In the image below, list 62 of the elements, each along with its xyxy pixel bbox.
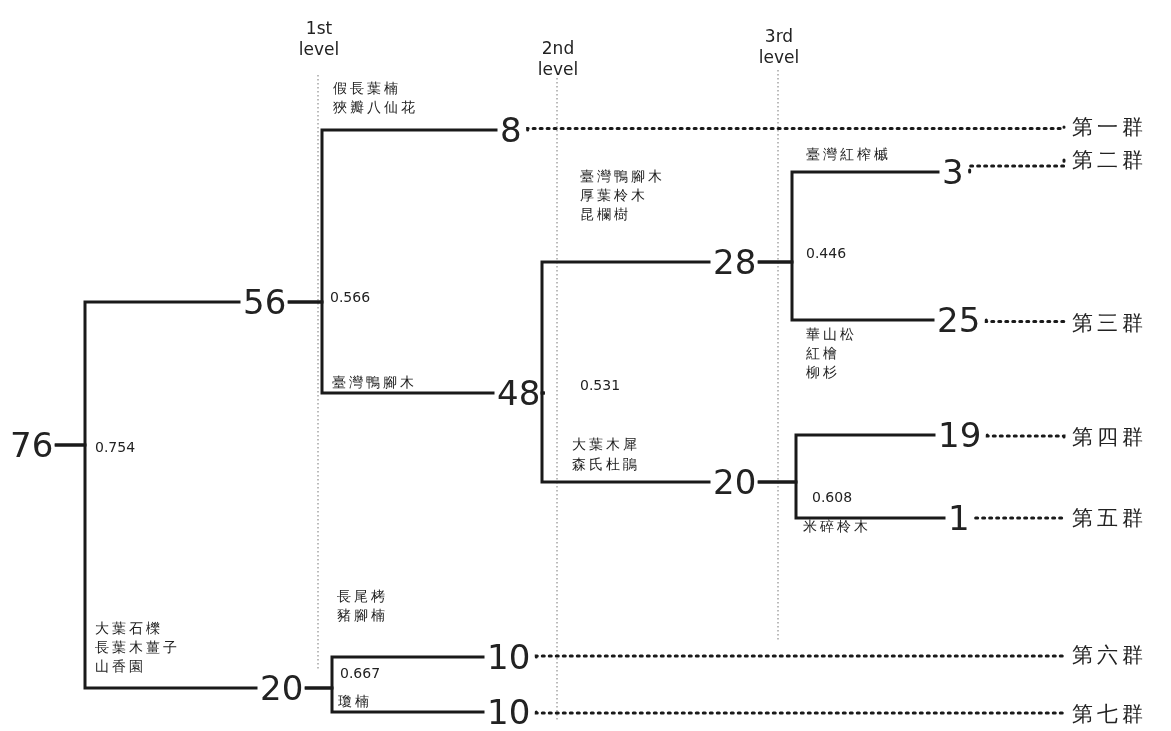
level-heading: 2nd level: [536, 38, 580, 80]
cluster-number: 76: [10, 428, 54, 462]
cluster-number: 10: [487, 640, 531, 674]
species-name: 米碎柃木: [803, 518, 871, 534]
distance-value: 0.566: [330, 290, 371, 304]
cluster-number: 3: [942, 155, 964, 189]
cluster-number: 25: [937, 303, 981, 337]
group-label: 第六群: [1072, 644, 1147, 666]
cluster-number: 56: [243, 285, 287, 319]
species-name: 瓊楠: [338, 693, 372, 709]
dendrogram-branch: [540, 391, 711, 484]
distance-value: 0.754: [95, 440, 136, 454]
dotted-connector: [974, 516, 1066, 520]
group-label: 第四群: [1072, 426, 1147, 448]
dotted-connector: [984, 318, 1066, 325]
distance-value: 0.608: [812, 490, 853, 504]
cluster-number: 20: [713, 465, 757, 499]
cluster-number: 19: [938, 418, 982, 452]
dendrogram-branch: [540, 260, 711, 395]
dendrogram-branch: [287, 300, 495, 395]
cluster-number: 8: [500, 113, 522, 147]
dotted-connector: [534, 653, 1066, 659]
distance-value: 0.446: [806, 246, 847, 260]
species-name: 狹瓣八仙花: [333, 99, 418, 115]
species-name: 山香園: [95, 658, 146, 674]
dendrogram-branch: [304, 686, 485, 714]
distance-value: 0.531: [580, 378, 621, 392]
dotted-connector: [985, 433, 1066, 439]
species-name: 豬腳楠: [337, 607, 388, 623]
species-name: 柳杉: [806, 364, 840, 380]
dendrogram-branch: [757, 260, 935, 322]
dotted-connector: [526, 125, 1066, 132]
distance-value: 0.667: [340, 666, 381, 680]
species-name: 紅檜: [806, 345, 840, 361]
dendrogram-branch: [757, 480, 946, 520]
species-name: 長尾栲: [337, 588, 388, 604]
dotted-connector: [968, 158, 1066, 174]
species-name: 昆欄樹: [580, 206, 631, 222]
dendrogram-branch: [54, 443, 258, 690]
species-name: 森氏杜鵑: [572, 456, 640, 472]
cluster-number: 10: [487, 695, 531, 729]
cluster-number: 28: [713, 245, 757, 279]
species-name: 臺灣紅榨槭: [806, 146, 891, 162]
cluster-number: 1: [948, 501, 970, 535]
dotted-connector: [534, 710, 1066, 716]
cluster-number: 48: [497, 376, 541, 410]
species-name: 華山松: [806, 326, 857, 342]
group-label: 第七群: [1072, 703, 1147, 725]
level-heading: 3rd level: [757, 26, 801, 68]
group-label: 第一群: [1072, 116, 1147, 138]
level-heading: 1st level: [297, 18, 341, 60]
cluster-number: 20: [260, 671, 304, 705]
species-name: 臺灣鴨腳木: [332, 374, 417, 390]
species-name: 大葉木犀: [572, 436, 640, 452]
group-label: 第五群: [1072, 507, 1147, 529]
species-name: 長葉木薑子: [95, 639, 180, 655]
species-name: 厚葉柃木: [580, 187, 648, 203]
species-name: 假長葉楠: [333, 80, 401, 96]
group-label: 第三群: [1072, 312, 1147, 334]
group-label: 第二群: [1072, 149, 1147, 171]
species-name: 大葉石櫟: [95, 620, 163, 636]
species-name: 臺灣鴨腳木: [580, 168, 665, 184]
